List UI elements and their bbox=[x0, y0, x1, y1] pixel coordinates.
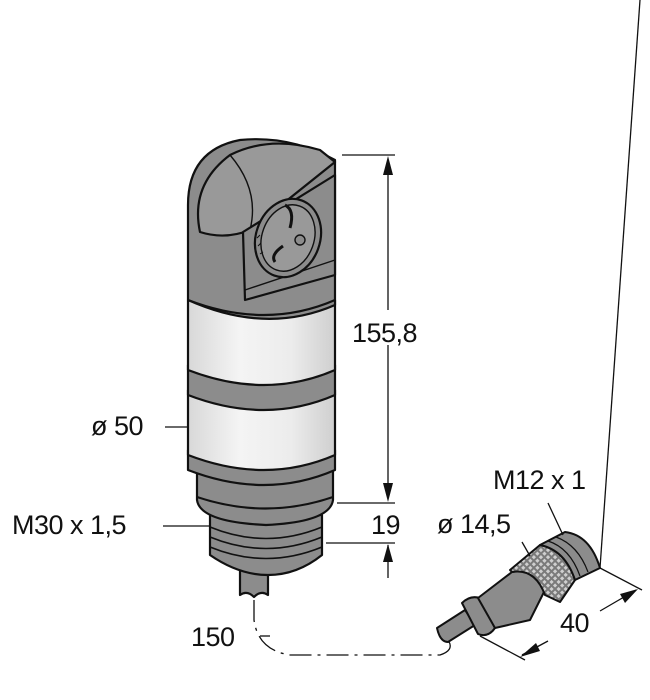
dim-cable-length: 150 bbox=[191, 622, 235, 652]
m12-connector bbox=[436, 531, 601, 643]
dim-connector-diameter: ø 14,5 bbox=[437, 509, 511, 539]
dim-connector-length: 40 bbox=[560, 608, 590, 638]
dim-thread-height: 19 bbox=[371, 510, 401, 540]
dim-thread-mount: M30 x 1,5 bbox=[12, 510, 127, 540]
dim-connector-thread: M12 x 1 bbox=[493, 465, 586, 495]
signal-tower bbox=[186, 138, 337, 599]
dim-height-total: 155,8 bbox=[352, 318, 418, 348]
dimension-lines bbox=[163, 0, 643, 661]
dim-diameter-body: ø 50 bbox=[91, 411, 144, 441]
